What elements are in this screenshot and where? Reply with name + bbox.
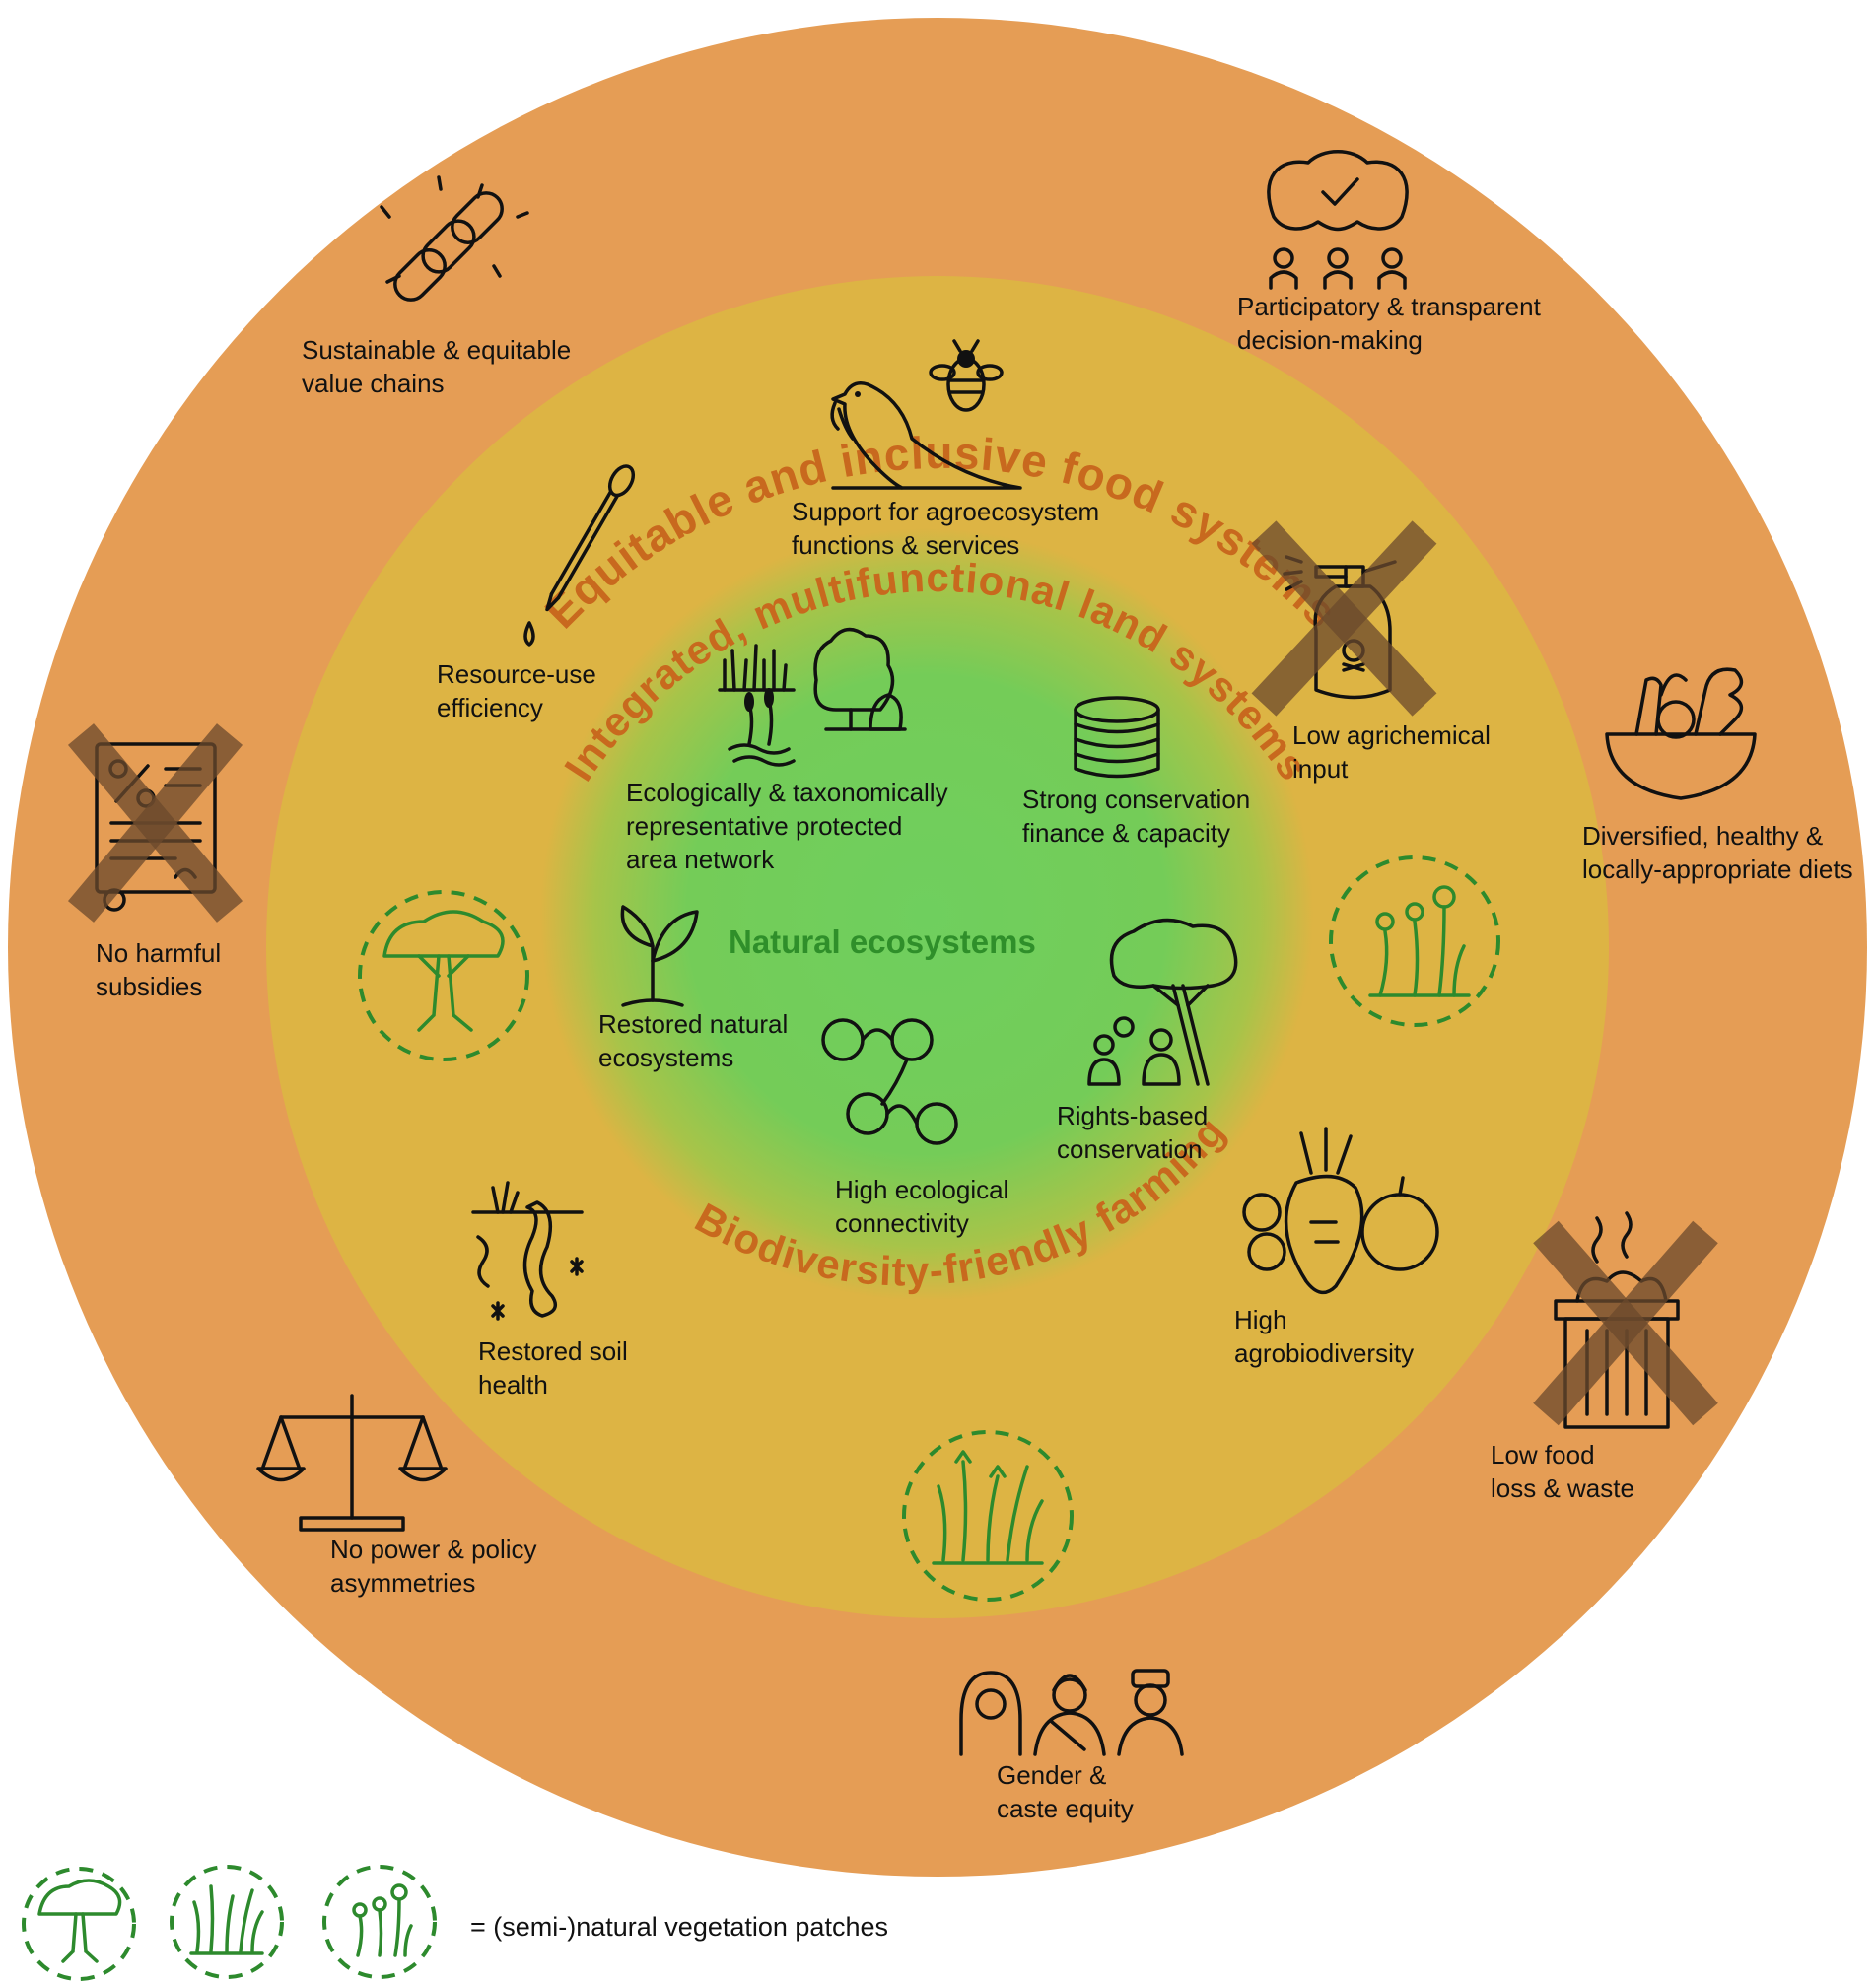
grass-patch-icon	[902, 1430, 1074, 1602]
legend-label: = (semi-)natural vegetation patches	[470, 1912, 888, 1942]
soil-worm-icon	[471, 1181, 584, 1321]
power-asymmetries-label: No power & policy asymmetries	[330, 1535, 537, 1598]
tree-patch-icon	[358, 890, 529, 1061]
connectivity-label: High ecological connectivity	[835, 1175, 1009, 1238]
salad-bowl-icon	[1605, 667, 1757, 800]
conservation-finance-label: Strong conservation finance & capacity	[1022, 785, 1251, 848]
seedling-icon	[620, 905, 699, 1007]
connectivity-icon	[821, 1018, 958, 1145]
flower-patch-icon	[1329, 855, 1500, 1027]
food-waste-cross	[1533, 1220, 1718, 1426]
agrichemical-label: Low agrichemical input	[1292, 720, 1491, 784]
wetland-plants-icon	[718, 644, 796, 767]
core-title: Natural ecosystems	[729, 923, 1036, 960]
gender-equity-label: Gender & caste equity	[997, 1760, 1134, 1823]
restored-ecosystems-label: Restored natural ecosystems	[598, 1009, 789, 1072]
scales-icon	[256, 1394, 448, 1532]
agrobiodiversity-label: High agrobiodiversity	[1234, 1305, 1415, 1368]
agrichemical-cross	[1251, 520, 1437, 717]
subsidies-label: No harmful subsidies	[96, 938, 222, 1001]
decision-making-label: Participatory & transparent decision-mak…	[1237, 292, 1541, 355]
resource-use-label: Resource-use efficiency	[437, 659, 596, 722]
legend-flower-patch-icon	[322, 1865, 437, 1979]
dropper-icon	[523, 464, 636, 647]
subsidy-cross	[67, 723, 243, 923]
agroecosystem-label: Support for agroecosystem functions & se…	[792, 497, 1100, 560]
chain-icon	[380, 175, 529, 302]
bird-icon	[830, 381, 1022, 490]
protected-areas-label: Ecologically & taxonomically representat…	[626, 778, 948, 874]
legend-tree-patch-icon	[22, 1867, 136, 1981]
bee-icon	[929, 339, 1004, 412]
soil-health-label: Restored soil health	[478, 1336, 628, 1400]
coins-icon	[1074, 696, 1160, 779]
decision-making-icon	[1267, 150, 1409, 290]
legend-grass-patch-icon	[170, 1865, 284, 1979]
vegetables-icon	[1242, 1127, 1439, 1295]
diets-label: Diversified, healthy & locally-appropria…	[1582, 821, 1853, 884]
trees-icon	[813, 627, 907, 731]
rights-based-label: Rights-based conservation	[1057, 1101, 1209, 1164]
people-tree-icon	[1087, 918, 1238, 1086]
value-chains-label: Sustainable & equitable value chains	[302, 335, 572, 398]
food-waste-label: Low food loss & waste	[1491, 1440, 1634, 1503]
people-icon	[959, 1669, 1184, 1756]
